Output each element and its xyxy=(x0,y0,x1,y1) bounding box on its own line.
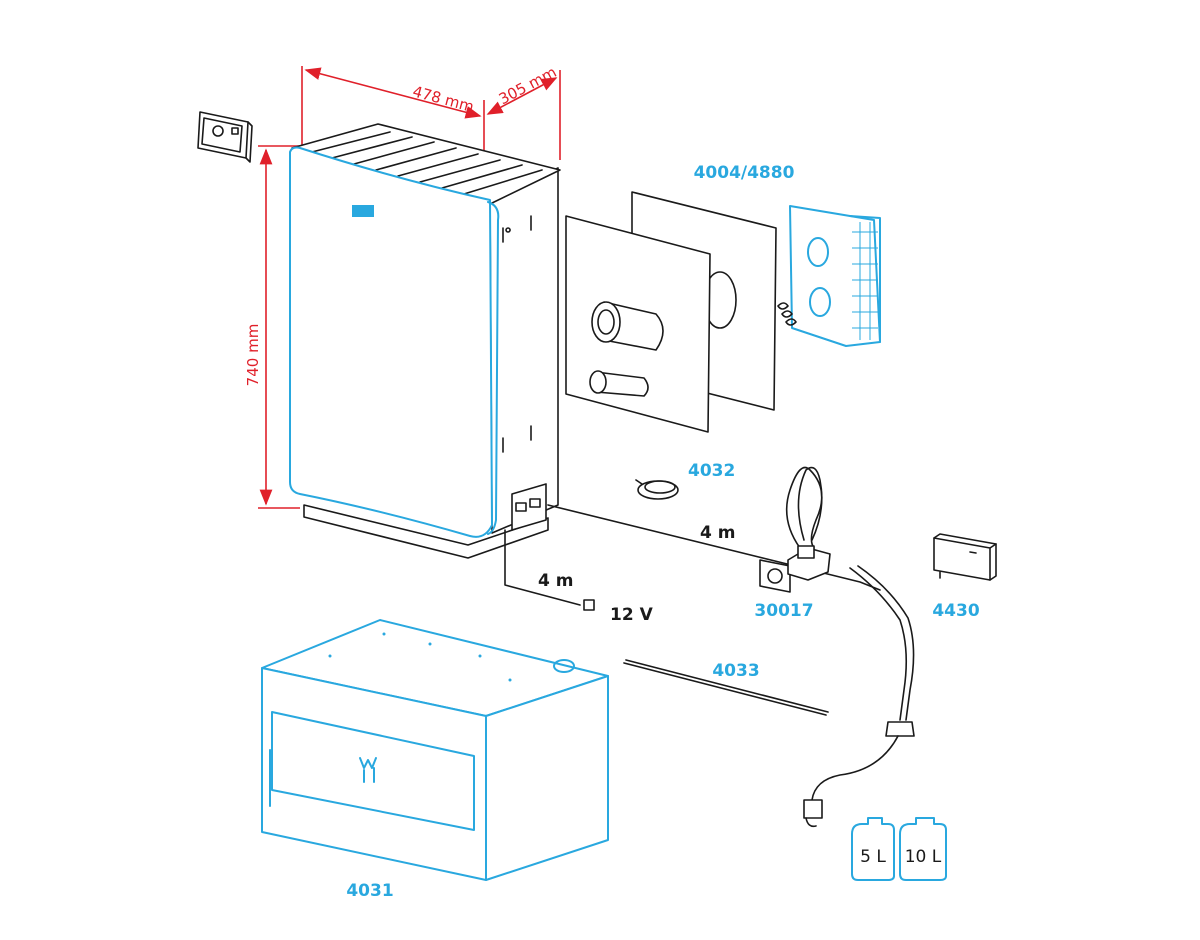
control-panel: 4430 xyxy=(932,533,997,621)
pump-unit: 30017 xyxy=(754,466,831,621)
pump-label: 30017 xyxy=(754,601,813,621)
flue-kit-label: 4004/4880 xyxy=(694,163,795,183)
canister-10l: 10 L xyxy=(899,817,947,881)
pipe-label: 4033 xyxy=(712,661,759,681)
voltage-label: 12 V xyxy=(610,605,654,625)
flue-kit: 4004/4880 xyxy=(565,163,881,433)
pipe: 4033 xyxy=(623,659,829,716)
water-tank-label: 4031 xyxy=(346,881,393,901)
remote-control xyxy=(197,111,253,163)
cables: 4 m 4 m 12 V xyxy=(504,504,881,625)
height-dimension: 740 mm xyxy=(244,324,262,387)
cable-length-label: 4 m xyxy=(700,523,735,543)
cable-coil: 4032 xyxy=(635,461,735,500)
fuel-hose xyxy=(803,565,915,828)
control-panel-label: 4430 xyxy=(932,601,979,621)
canister-5l: 5 L xyxy=(851,817,895,881)
canister-5l-label: 5 L xyxy=(860,847,886,867)
water-tank: 4031 xyxy=(261,619,609,901)
cable-part-label: 4032 xyxy=(688,461,735,481)
canister-10l-label: 10 L xyxy=(905,847,942,867)
heater-unit xyxy=(289,123,561,559)
power-cable-length-label: 4 m xyxy=(538,571,573,591)
brand-badge xyxy=(352,205,374,217)
depth-dimension: 305 mm xyxy=(496,63,560,108)
fuse-icon xyxy=(583,599,595,611)
width-dimension: 478 mm xyxy=(411,82,476,116)
